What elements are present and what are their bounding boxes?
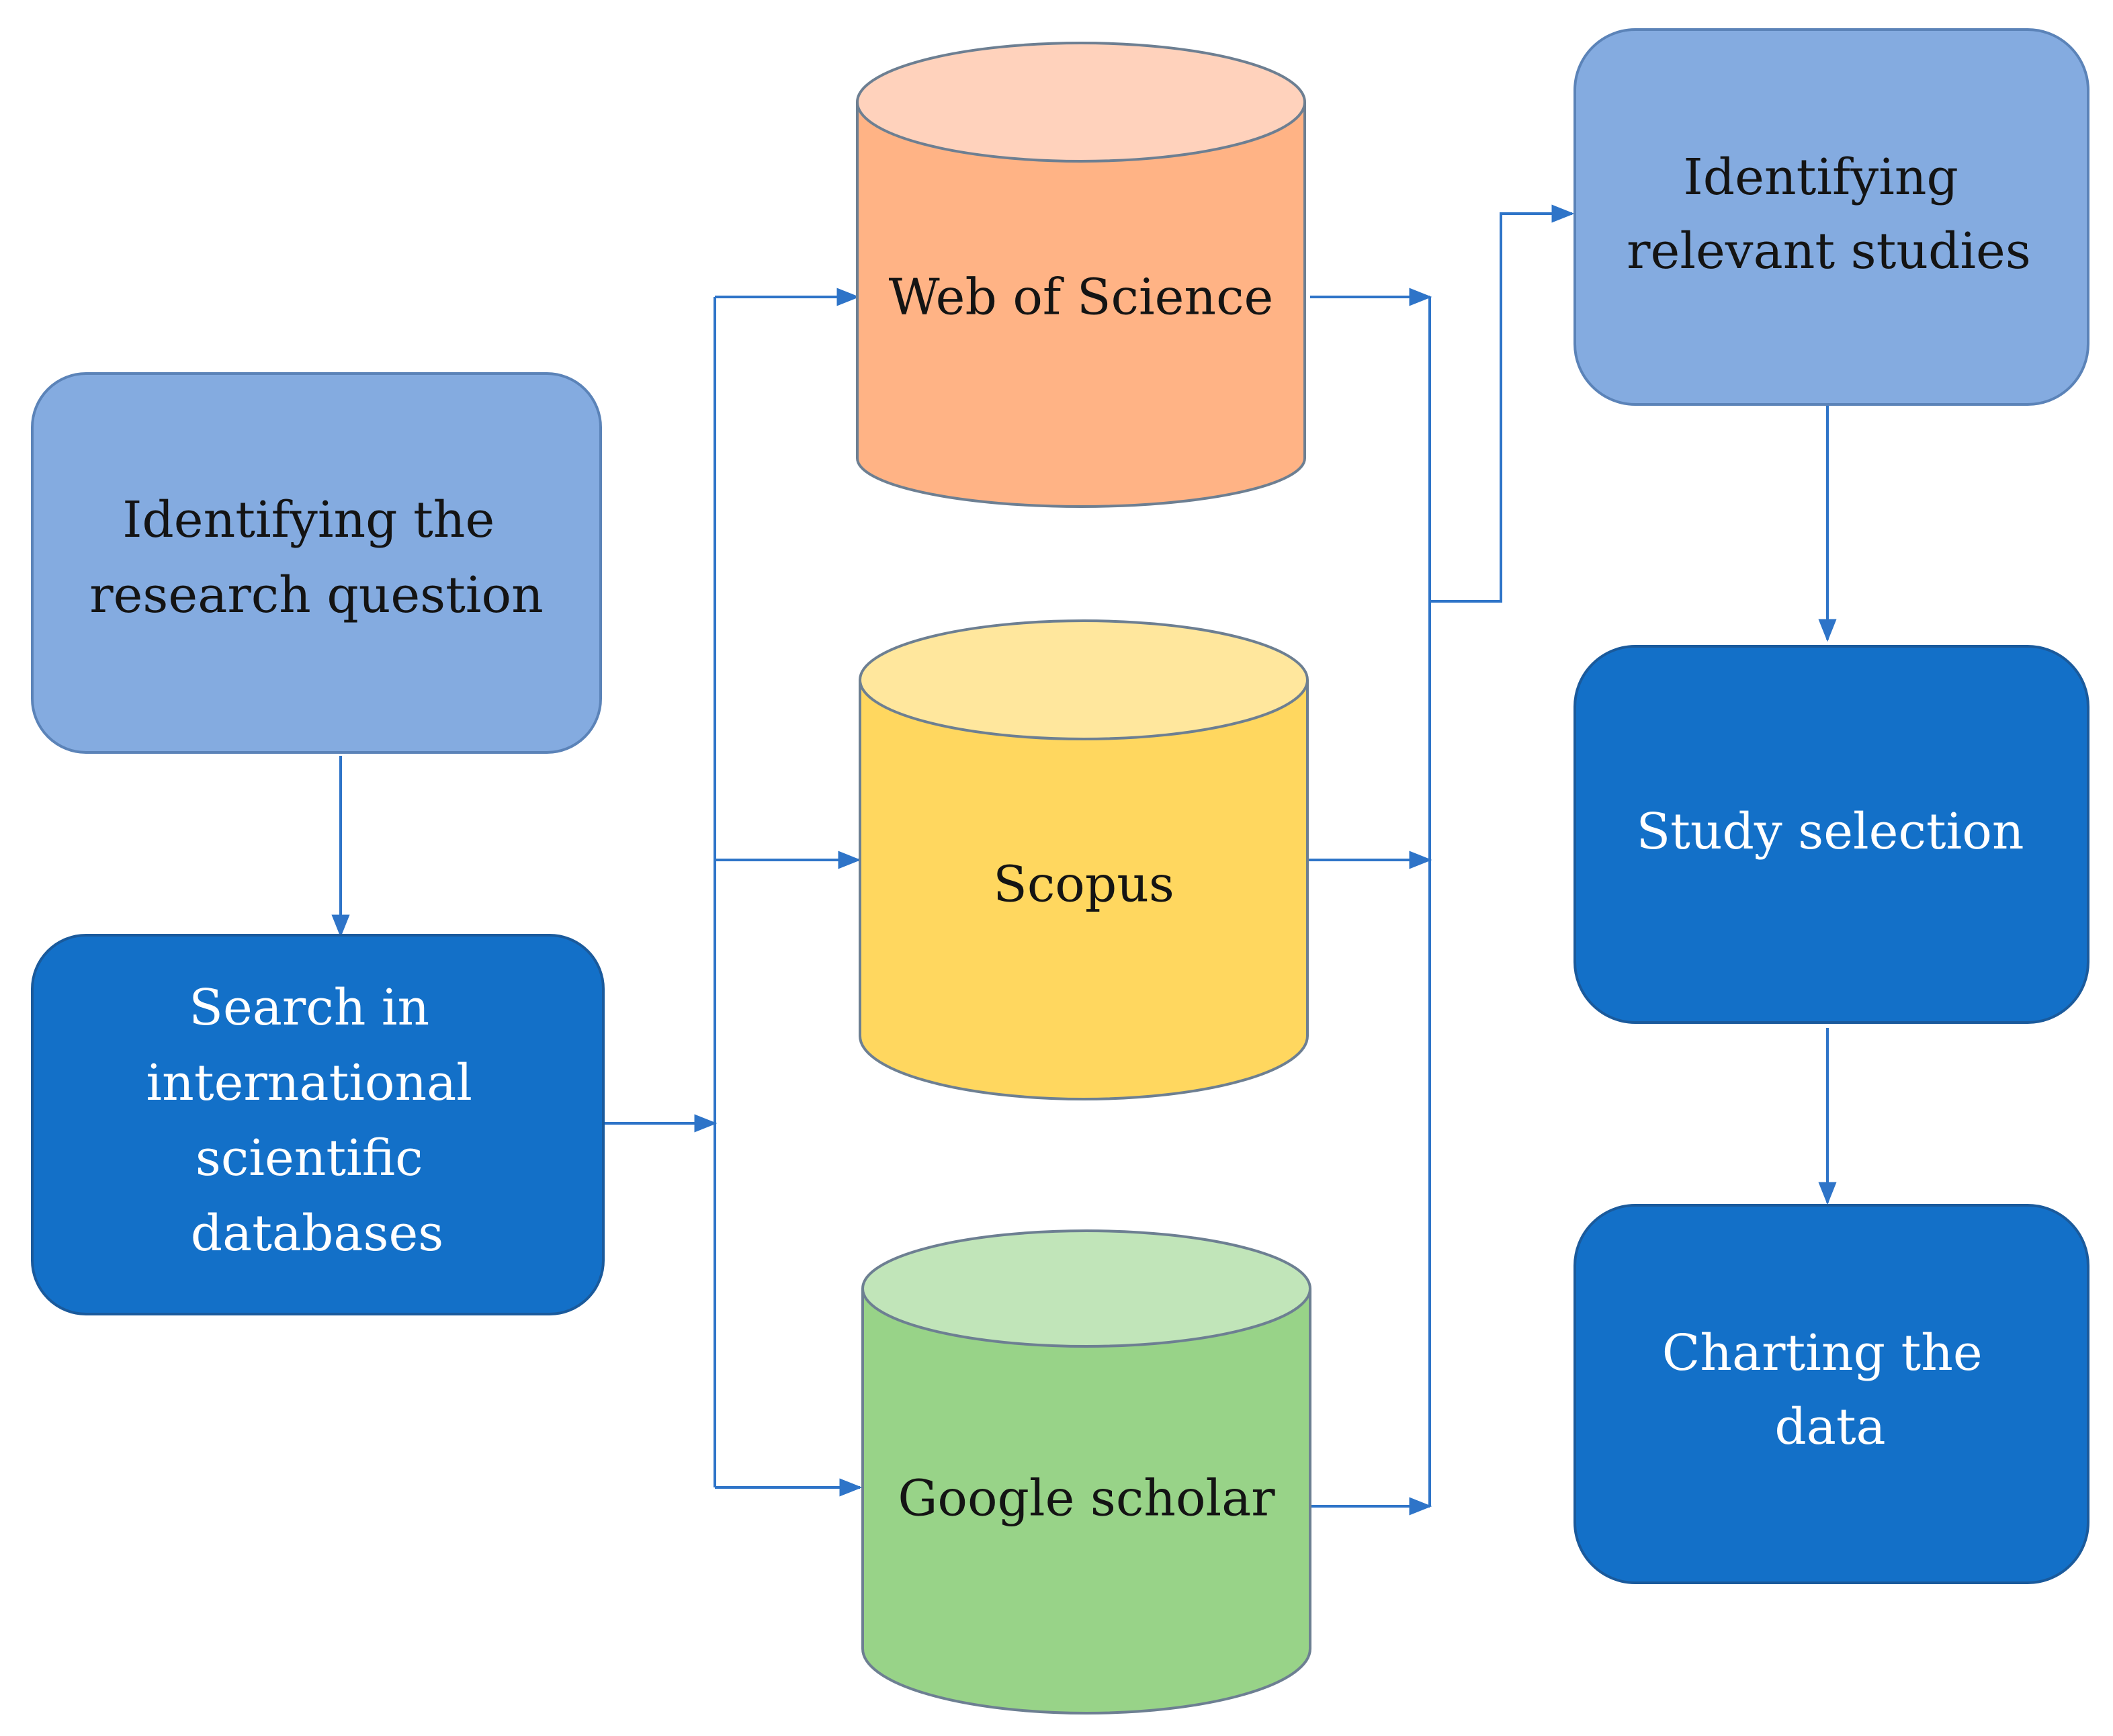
- connectors: [331, 204, 1837, 1516]
- search-line-1: Search in: [189, 979, 429, 1037]
- search-line-2: international: [146, 1054, 472, 1112]
- charting-line-2: data: [1774, 1398, 1885, 1456]
- database-scopus: Scopus: [859, 619, 1309, 1100]
- charting-line-1: Charting the: [1662, 1324, 1983, 1382]
- scopus-label: Scopus: [993, 855, 1174, 913]
- arrow-bus-to-relevant-studies: [1430, 204, 1575, 603]
- charting-label: Charting the data: [1662, 1324, 1998, 1456]
- box-identifying-relevant-studies: Identifying relevant studies: [1573, 28, 2089, 406]
- database-web-of-science: Web of Science: [856, 42, 1306, 508]
- database-google-scholar: Google scholar: [861, 1229, 1311, 1715]
- study-selection-line-1: Study selection: [1636, 803, 2024, 861]
- relevant-studies-label: Identifying relevant studies: [1627, 148, 2031, 280]
- research-question-line-1: Identifying the: [122, 491, 494, 549]
- search-line-3: scientific: [196, 1129, 423, 1187]
- search-line-4: databases: [191, 1205, 444, 1262]
- search-databases-label: Search in international scientific datab…: [146, 979, 488, 1262]
- google-scholar-label: Google scholar: [898, 1469, 1275, 1527]
- box-charting-data: Charting the data: [1573, 1204, 2089, 1584]
- relevant-studies-line-2: relevant studies: [1627, 222, 2031, 280]
- box-search-databases: Search in international scientific datab…: [31, 934, 605, 1315]
- relevant-studies-line-1: Identifying: [1684, 148, 1958, 206]
- box-study-selection: Study selection: [1573, 645, 2089, 1024]
- web-of-science-label: Web of Science: [889, 268, 1274, 326]
- research-question-label: Identifying the research question: [89, 491, 543, 624]
- box-identifying-research-question: Identifying the research question: [31, 372, 602, 754]
- study-selection-label: Study selection: [1636, 803, 2024, 861]
- research-question-line-2: research question: [89, 566, 543, 624]
